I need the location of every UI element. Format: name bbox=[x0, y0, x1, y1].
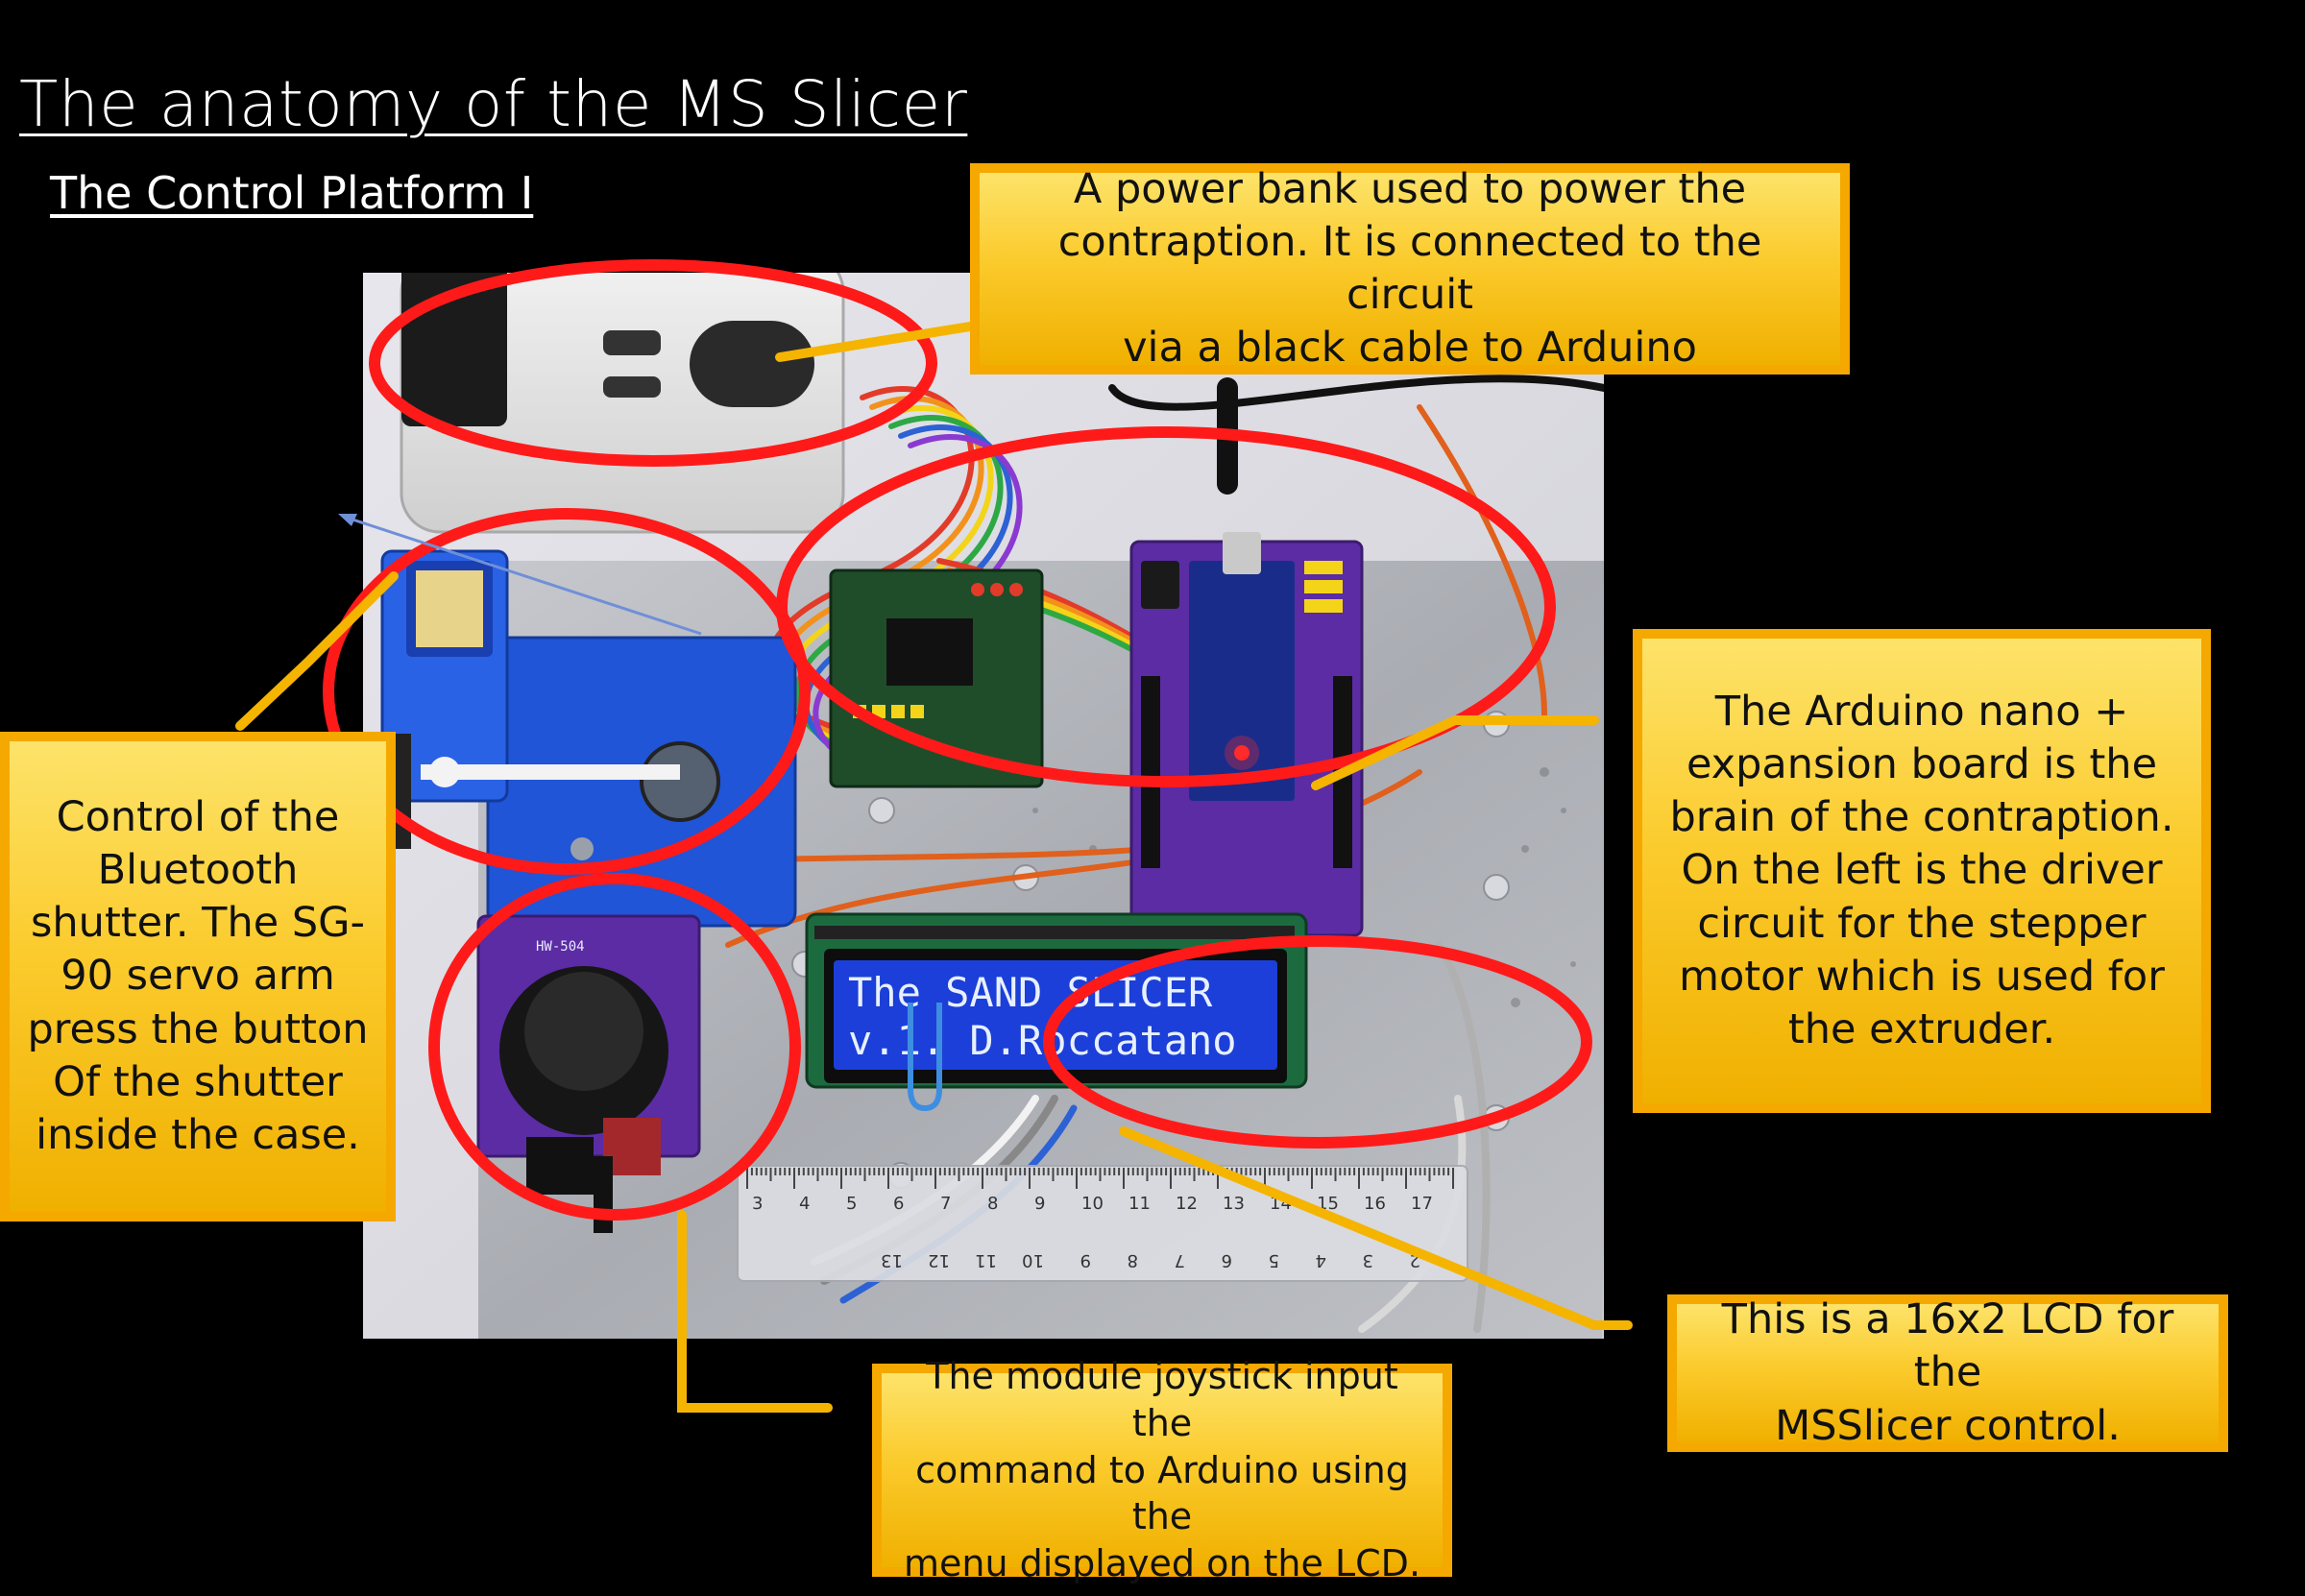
ruler-top-number: 11 bbox=[1128, 1194, 1151, 1214]
lcd-callout-text: This is a 16x2 LCD for the MSSlicer cont… bbox=[1721, 1295, 2174, 1450]
arduino-expansion-board bbox=[1129, 532, 1364, 937]
ruler-bottom-number: 5 bbox=[1269, 1250, 1279, 1270]
stepper-driver-board bbox=[829, 568, 1044, 788]
joystick-callout: The module joystick input the command to… bbox=[872, 1355, 1452, 1584]
paper-clip bbox=[908, 1003, 942, 1112]
arduino-callout: The Arduino nano + expansion board is th… bbox=[1633, 629, 2211, 1113]
ruler-top-number: 9 bbox=[1034, 1194, 1045, 1214]
ruler-bottom-number: 13 bbox=[881, 1250, 903, 1270]
ruler-top-number: 14 bbox=[1270, 1194, 1292, 1214]
bluetooth-shutter-callout-text: Control of the Bluetooth shutter. The SG… bbox=[27, 793, 369, 1159]
ruler-top-number: 5 bbox=[846, 1194, 857, 1214]
ruler-bottom-number: 12 bbox=[928, 1250, 950, 1270]
ruler-bottom-number: 8 bbox=[1128, 1250, 1138, 1270]
ruler-top-number: 15 bbox=[1317, 1194, 1339, 1214]
ruler-top-labels: 3 4 5 6 7 8 9 10 11 12 13 14 15 16 17 bbox=[752, 1194, 1433, 1214]
ruler-bottom-number: 9 bbox=[1080, 1250, 1091, 1270]
ruler-top-number: 3 bbox=[752, 1194, 763, 1214]
ruler-top-number: 16 bbox=[1364, 1194, 1386, 1214]
ruler-top-number: 17 bbox=[1411, 1194, 1433, 1214]
ruler-bottom-number: 10 bbox=[1022, 1250, 1044, 1270]
ruler-top-number: 6 bbox=[893, 1194, 904, 1214]
power-bank-callout: A power bank used to power the contrapti… bbox=[970, 163, 1850, 375]
control-platform-photo: HW-504 The SAND SLICER v.1. D.Roccatano … bbox=[363, 273, 1604, 1339]
ruler-top-number: 4 bbox=[799, 1194, 810, 1214]
joystick-label: HW-504 bbox=[536, 939, 585, 955]
power-bank bbox=[400, 273, 845, 534]
ruler-top-number: 13 bbox=[1223, 1194, 1245, 1214]
lcd-module: The SAND SLICER v.1. D.Roccatano bbox=[805, 912, 1308, 1089]
lcd-callout: This is a 16x2 LCD for the MSSlicer cont… bbox=[1667, 1294, 2228, 1452]
ruler-bottom-number: 11 bbox=[975, 1250, 997, 1270]
ruler-bottom-number: 3 bbox=[1363, 1250, 1373, 1270]
ruler-top-number: 10 bbox=[1081, 1194, 1104, 1214]
ruler-bottom-number: 6 bbox=[1222, 1250, 1232, 1270]
bluetooth-shutter-callout: Control of the Bluetooth shutter. The SG… bbox=[0, 732, 396, 1221]
ruler-top-number: 8 bbox=[987, 1194, 998, 1214]
lcd-line-2: v.1. D.Roccatano bbox=[848, 1017, 1237, 1064]
power-bank-callout-text: A power bank used to power the contrapti… bbox=[1057, 164, 1762, 373]
slide-subtitle: The Control Platform I bbox=[50, 167, 534, 219]
joystick-callout-text: The module joystick input the command to… bbox=[903, 1355, 1421, 1584]
ruler-bottom-number: 2 bbox=[1410, 1250, 1420, 1270]
ruler-bottom-number: 7 bbox=[1175, 1250, 1185, 1270]
slide-title: The anatomy of the MS Slicer bbox=[19, 67, 968, 141]
ruler-top-number: 12 bbox=[1176, 1194, 1198, 1214]
ruler: 3 4 5 6 7 8 9 10 11 12 13 14 15 16 17 13 12 11 10 9 8 7 6 5 4 3 2 bbox=[737, 1165, 1468, 1282]
lcd-line-1: The SAND SLICER bbox=[848, 969, 1213, 1016]
ruler-top-number: 7 bbox=[940, 1194, 951, 1214]
arduino-callout-text: The Arduino nano + expansion board is th… bbox=[1669, 688, 2174, 1053]
pointer-arrowhead bbox=[338, 514, 357, 526]
ruler-bottom-number: 4 bbox=[1316, 1250, 1326, 1270]
